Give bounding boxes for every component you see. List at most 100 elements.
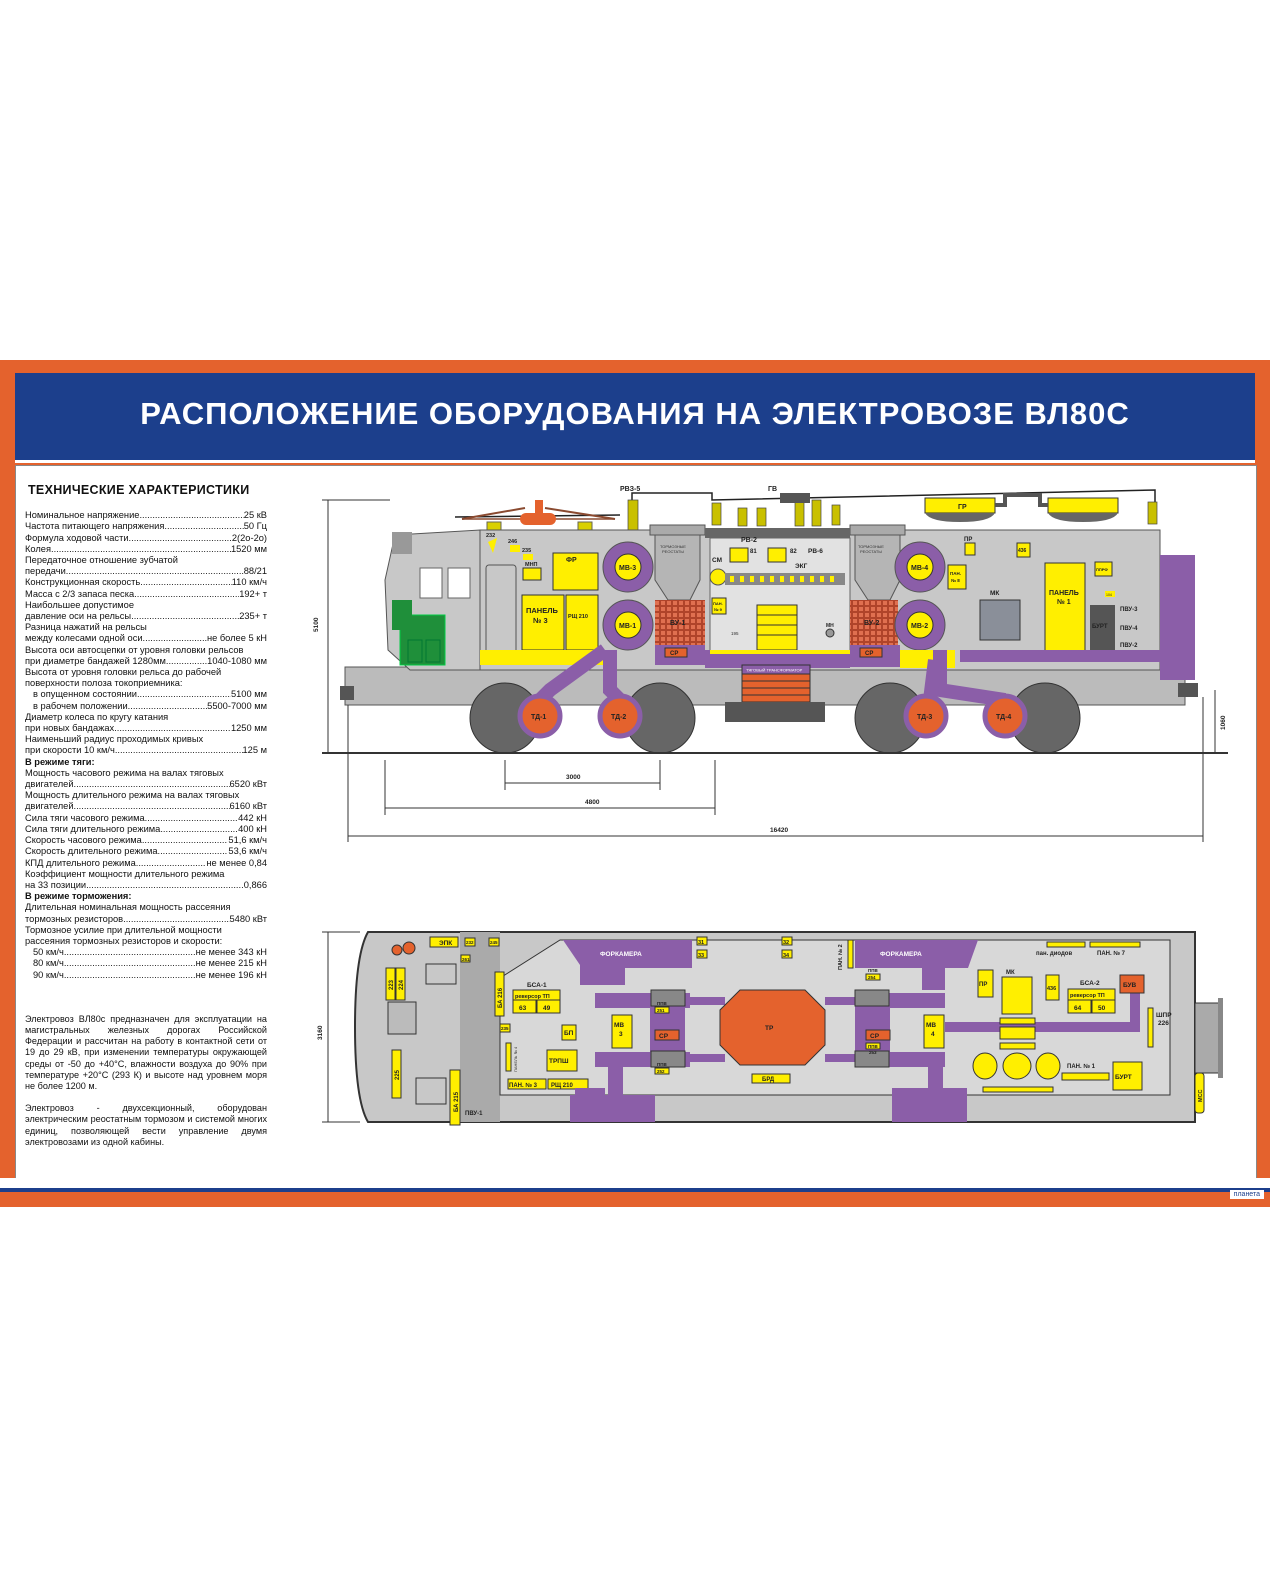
diagram-shape (923, 659, 942, 701)
label-pan-diodes: пан. диодов (1036, 951, 1072, 957)
spec-row: на 33 позиции0,866 (25, 880, 267, 891)
spec-label: Скорость часового режима (25, 835, 142, 846)
spec-value: 0,866 (243, 879, 267, 890)
rectifier-vu2 (850, 600, 898, 645)
spec-label: между колесами одной оси (25, 633, 143, 644)
spec-row: Тормозное усилие при длительной мощности (25, 925, 267, 936)
spec-row: в рабочем положении5500-7000 мм (25, 701, 267, 712)
diagram-shape (737, 507, 748, 527)
technical-specs: ТЕХНИЧЕСКИЕ ХАРАКТЕРИСТИКИ Номинальное н… (25, 484, 267, 1148)
smoothing-reactor-1 (664, 647, 688, 658)
pprf (1094, 561, 1113, 577)
diagram-shape (563, 940, 692, 985)
diagram-shape (494, 971, 505, 1017)
spec-label: Наибольшее допустимое (25, 599, 135, 610)
spec-label: Колея (25, 543, 52, 554)
spec-label: 90 км/ч (33, 969, 64, 980)
label-pan7: ПАН. № 7 (1097, 950, 1126, 957)
diagram-shape (649, 524, 706, 536)
spec-label: Разница нажатий на рельсы (25, 622, 147, 633)
diagram-shape (654, 1006, 670, 1014)
diagram-shape (407, 639, 423, 663)
spec-label: тормозных резисторов (25, 913, 124, 924)
diagram-shape (709, 568, 727, 586)
spec-value: 1250 мм (230, 723, 267, 734)
diagram-shape (977, 969, 994, 998)
diagram-shape (705, 650, 850, 668)
spec-row: Наибольшее допустимое (25, 600, 267, 611)
spec-value: 25 кВ (243, 510, 267, 521)
spec-value: 51,6 км/ч (228, 835, 267, 846)
spec-value: не менее 343 кН (195, 947, 267, 958)
diagram-shape (711, 502, 722, 526)
label-pvu2: ПВУ-2 (1120, 643, 1138, 649)
label-251: 251 (657, 1008, 665, 1013)
fan-mv3: МВ-3 (602, 541, 654, 593)
compressor-mk (979, 599, 1021, 641)
label-49: 49 (543, 1005, 551, 1012)
label-burt-side: БУРТ (1092, 624, 1108, 630)
spec-value: не менее 215 кН (195, 958, 267, 969)
label-34: 34 (783, 953, 790, 959)
spec-value: не менее 196 кН (195, 969, 267, 980)
side-view: РВЗ-5 ГВ ГР 232 246 235 (313, 486, 1228, 842)
spec-label: при скорости 10 км/ч (25, 745, 115, 756)
diagram-shape (480, 650, 605, 665)
diagram-shape (392, 532, 412, 554)
label-ba215: БА 215 (454, 1091, 460, 1112)
spec-value: 192+ т (239, 588, 267, 599)
diagram-shape (535, 500, 543, 513)
label-mn: МН (826, 623, 834, 629)
label-mv4-plan: МВ (926, 1022, 936, 1029)
label-bsa1: БСА-1 (527, 982, 547, 989)
spec-row: поверхности полоза токоприемника: (25, 678, 267, 689)
label-panel4: ПАНЕЛЬ № 4 (513, 1046, 518, 1072)
diagram-shape (631, 489, 1156, 510)
diagram-shape (464, 937, 476, 947)
dim-length: 16420 (770, 827, 788, 834)
spec-value: 50 Гц (243, 521, 267, 532)
diagram-shape (1147, 501, 1158, 525)
diagram-shape (690, 1054, 725, 1062)
diagram-shape (461, 507, 526, 520)
spec-label: Номинальное напряжение (25, 510, 140, 521)
label-223: 223 (389, 979, 395, 990)
spec-label: Частота питающего напряжения (25, 521, 165, 532)
diagram-shape (820, 576, 824, 582)
spec-row: 50 км/чне менее 343 кН (25, 947, 267, 958)
buv (1119, 974, 1145, 994)
spec-value: 6520 кВт (229, 779, 267, 790)
spec-value: не менее 0,84 (206, 857, 267, 868)
stripe (0, 1178, 1270, 1188)
diagram-shape (392, 600, 412, 630)
label-82: 82 (790, 549, 797, 555)
spec-row: давление оси на рельсы235+ т (25, 611, 267, 622)
label-brake-res-1: ТОРМОЗНЫЕ (660, 544, 686, 549)
spec-label: В режиме торможения: (25, 891, 132, 902)
label-forkamera-2: ФОРКАМЕРА (880, 951, 922, 958)
fan-mv4-plan (923, 1014, 945, 1049)
diagram-shape (825, 628, 835, 638)
label-232: 232 (466, 940, 474, 945)
diagram-shape: 232 245 261 235 (460, 937, 511, 1033)
diagram-shape (740, 576, 744, 582)
fan-mv4: МВ-4 (894, 541, 946, 593)
spec-label: Конструкционная скорость (25, 577, 141, 588)
bottom-stripe (0, 1188, 1270, 1192)
label-reversor1: реверсор ТП (515, 994, 550, 1000)
burt-plan (1112, 1061, 1143, 1091)
diagram-shape (780, 576, 784, 582)
filter-fr (552, 552, 599, 591)
label-sr-side-2: СР (865, 651, 873, 657)
diagram-shape (729, 547, 749, 563)
spec-row: 90 км/ч не менее 196 кН (25, 970, 267, 981)
label-brake-res-2b: РЕОСТАТЫ (860, 549, 882, 554)
diagram-shape (999, 1017, 1036, 1025)
label-mv4: МВ-4 (911, 565, 928, 572)
spec-value: 442 кН (238, 812, 267, 823)
main-reservoir-2 (1047, 497, 1119, 514)
spec-row: в опущенном состоянии5100 мм (25, 689, 267, 700)
label-pan9: ПАН. (713, 601, 723, 606)
label-vu2: ВУ-2 (864, 620, 879, 627)
spec-label: передачи (25, 566, 66, 577)
